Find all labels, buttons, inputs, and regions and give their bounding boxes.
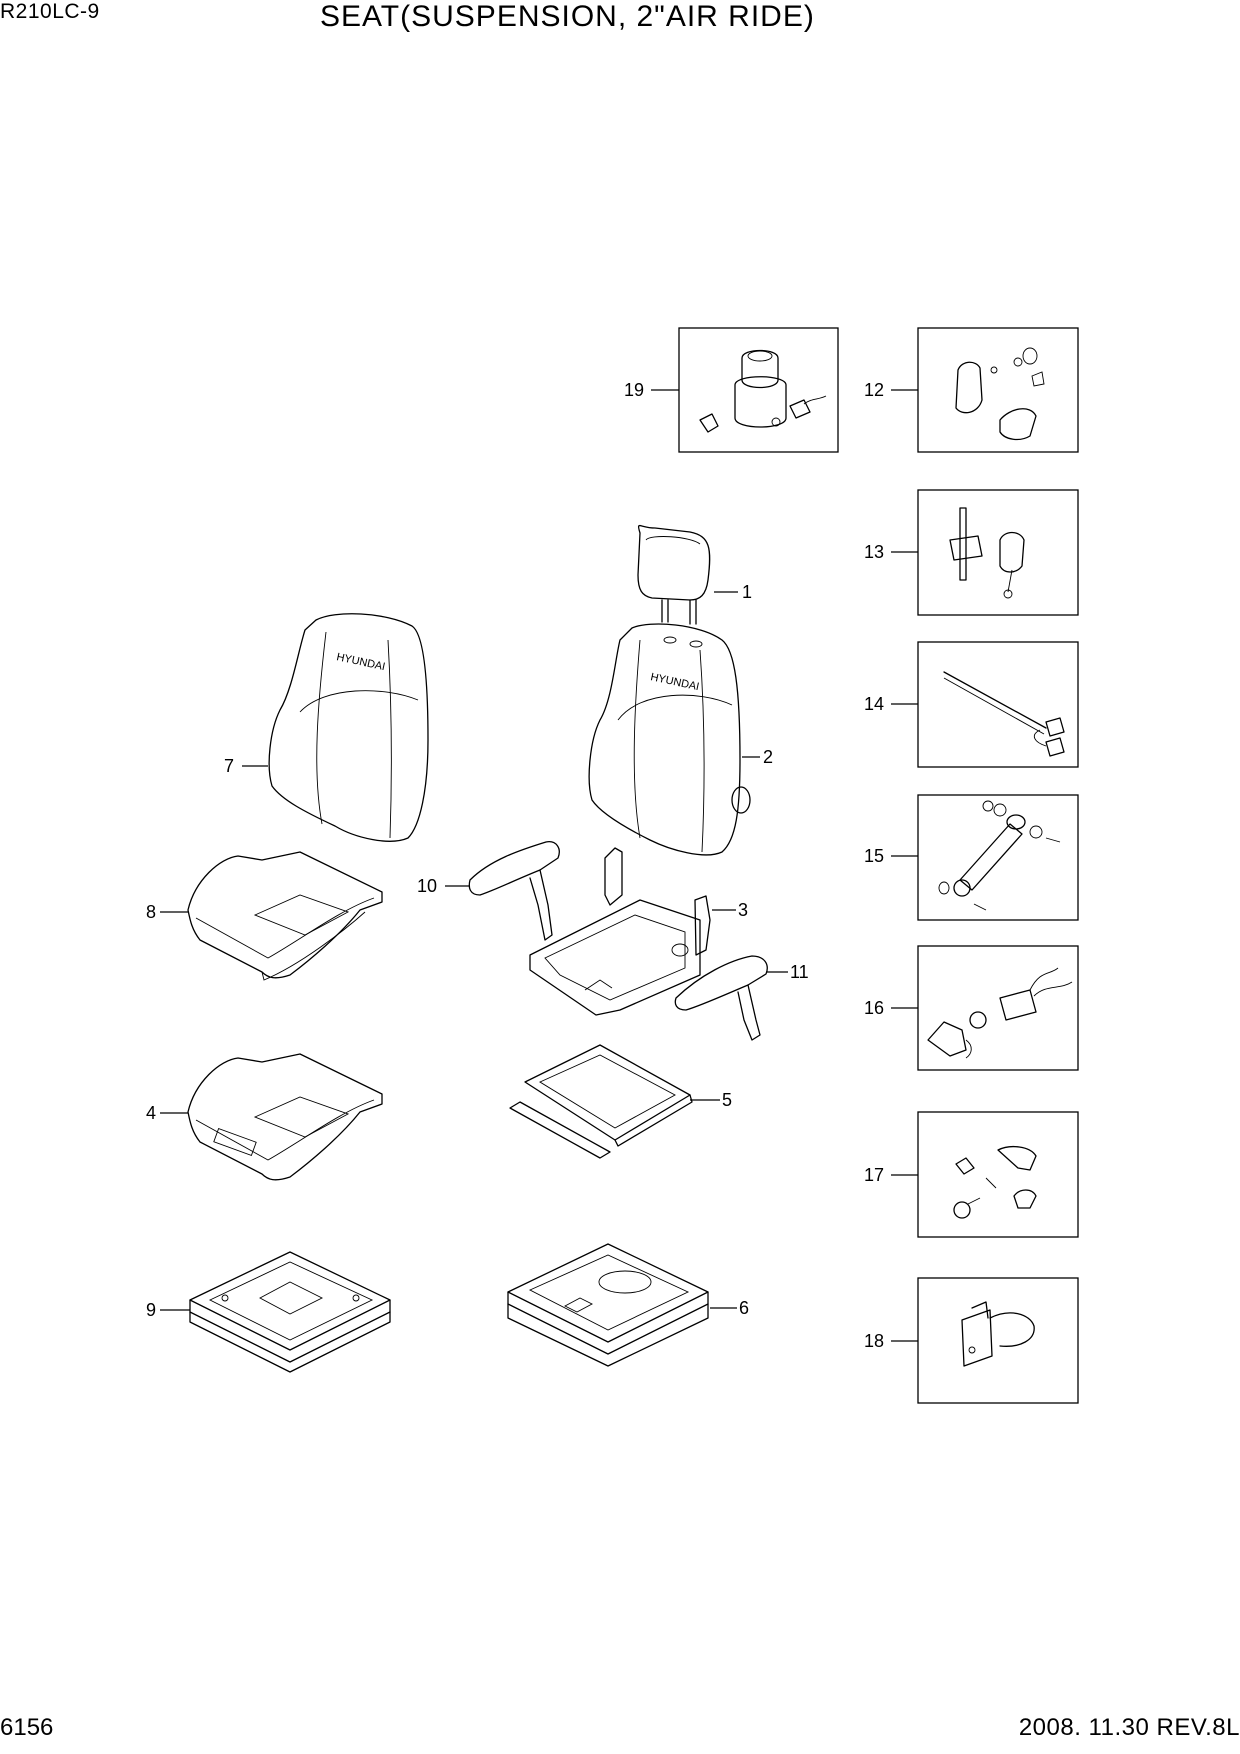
page-title: SEAT(SUSPENSION, 2"AIR RIDE) — [320, 0, 815, 33]
callout-11: 11 — [790, 962, 809, 982]
kit-box-19 — [678, 327, 839, 453]
part-19-air-compressor-kit — [699, 349, 827, 433]
part-12-lever-kit — [955, 347, 1045, 441]
part-2-seat-back: HYUNDAI — [588, 623, 751, 856]
part-15-damper-kit — [938, 800, 1061, 911]
part-9-suspension-base — [189, 1251, 391, 1373]
part-18-valve — [961, 1301, 1035, 1367]
callout-16: 16 — [864, 998, 884, 1018]
callout-1: 1 — [742, 582, 752, 602]
kit-box-17 — [917, 1111, 1079, 1238]
brand-print-seat-back: HYUNDAI — [649, 671, 700, 693]
model-code: R210LC-9 — [0, 0, 100, 23]
callout-12: 12 — [864, 380, 884, 400]
part-16-switch-kit — [927, 967, 1073, 1059]
brand-print-back-cover: HYUNDAI — [335, 651, 386, 673]
callout-7: 7 — [224, 756, 234, 776]
callout-19: 19 — [624, 380, 644, 400]
part-1-headrest — [637, 524, 711, 625]
callout-3: 3 — [738, 900, 748, 920]
callout-4: 4 — [146, 1103, 156, 1123]
kit-box-14 — [917, 641, 1079, 768]
part-6-suspension-assembly — [507, 1243, 709, 1367]
kit-box-12 — [917, 327, 1079, 453]
callout-17: 17 — [864, 1165, 884, 1185]
part-11-right-armrest — [674, 955, 768, 1041]
revision-date: 2008. 11.30 REV.8L — [1018, 1714, 1240, 1741]
callout-14: 14 — [864, 694, 884, 714]
callout-2: 2 — [763, 747, 773, 767]
part-4-seat-cushion — [187, 1053, 383, 1181]
part-13-seat-belt — [949, 507, 1025, 599]
callout-18: 18 — [864, 1331, 884, 1351]
callout-5: 5 — [722, 1090, 732, 1110]
part-14-cable — [943, 671, 1065, 757]
part-7-back-cover: HYUNDAI — [268, 613, 429, 842]
kit-box-18 — [917, 1277, 1079, 1404]
kit-box-15 — [917, 794, 1079, 921]
part-8-cushion-cover — [187, 851, 383, 981]
page-number: 6156 — [0, 1714, 54, 1741]
callout-15: 15 — [864, 846, 884, 866]
part-17-fitting-kit — [953, 1145, 1037, 1219]
part-10-left-armrest — [468, 841, 560, 941]
part-5-slide-frame — [509, 1044, 693, 1159]
kit-box-13 — [917, 489, 1079, 616]
callout-9: 9 — [146, 1300, 156, 1320]
kit-box-16 — [917, 945, 1079, 1071]
part-3-seat-frame — [529, 847, 711, 1016]
callout-8: 8 — [146, 902, 156, 922]
callout-6: 6 — [739, 1298, 749, 1318]
callout-13: 13 — [864, 542, 884, 562]
callout-10: 10 — [417, 876, 437, 896]
